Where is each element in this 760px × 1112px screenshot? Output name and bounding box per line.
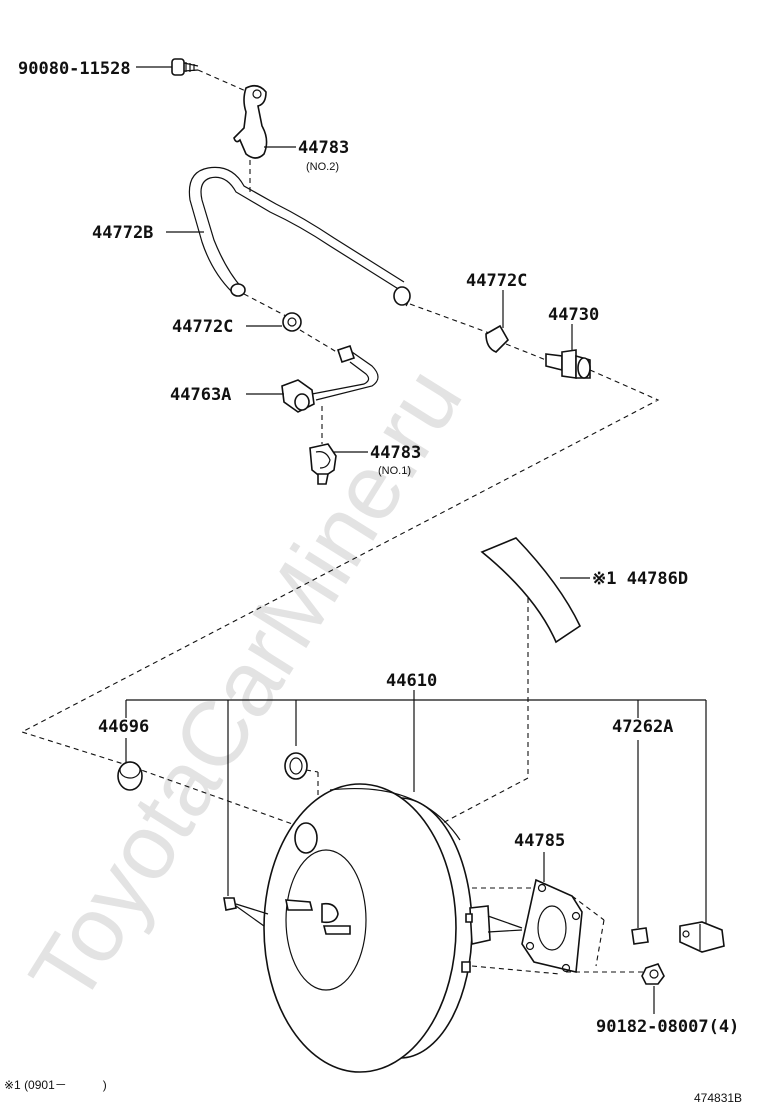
label-clamp-no1: 44783	[370, 443, 421, 463]
label-yoke-47262a: 47262A	[612, 717, 673, 737]
clevis-icon	[679, 921, 725, 953]
hose-clamp-no1-icon	[309, 443, 337, 485]
brake-booster-icon	[263, 783, 523, 1073]
vacuum-hose-icon	[188, 166, 411, 307]
label-clip-44772c-right: 44772C	[466, 271, 527, 291]
clip-c-left-icon	[282, 312, 302, 332]
insulator-sheet-icon	[480, 537, 582, 644]
gasket-icon	[521, 878, 583, 973]
hose-clamp-no2-icon	[233, 84, 268, 159]
label-hose-44772b: 44772B	[92, 223, 153, 243]
label-booster-44610: 44610	[386, 671, 437, 691]
bolt-icon	[171, 58, 199, 76]
grommet-icon	[117, 761, 143, 791]
label-insulator-44786d: ※1 44786D	[592, 569, 688, 589]
booster-callout-bracket	[125, 690, 707, 928]
label-gasket-44785: 44785	[514, 831, 565, 851]
seal-ring-icon	[284, 752, 308, 780]
stud-bolts-icon	[223, 897, 351, 935]
label-bolt-90080-11528: 90080-11528	[18, 59, 131, 79]
check-valve-icon	[545, 349, 591, 379]
diagram-id: 474831B	[694, 1091, 742, 1105]
label-pipe-44763a: 44763A	[170, 385, 231, 405]
flange-nut-icon	[641, 963, 665, 985]
label-clamp-no2: 44783	[298, 138, 349, 158]
label-nut-90182-08007: 90182-08007(4)	[596, 1017, 739, 1037]
vacuum-pipe-icon	[281, 344, 379, 413]
label-clamp-no1-sub: (NO.1)	[378, 465, 411, 477]
yoke-nut-icon	[631, 927, 649, 945]
label-grommet-44696: 44696	[98, 717, 149, 737]
label-check-valve-44730: 44730	[548, 305, 599, 325]
clip-c-right-icon	[485, 324, 509, 353]
label-clip-44772c-left: 44772C	[172, 317, 233, 337]
label-clamp-no2-sub: (NO.2)	[306, 161, 339, 173]
footnote: ※1 (0901－ )	[4, 1078, 107, 1092]
